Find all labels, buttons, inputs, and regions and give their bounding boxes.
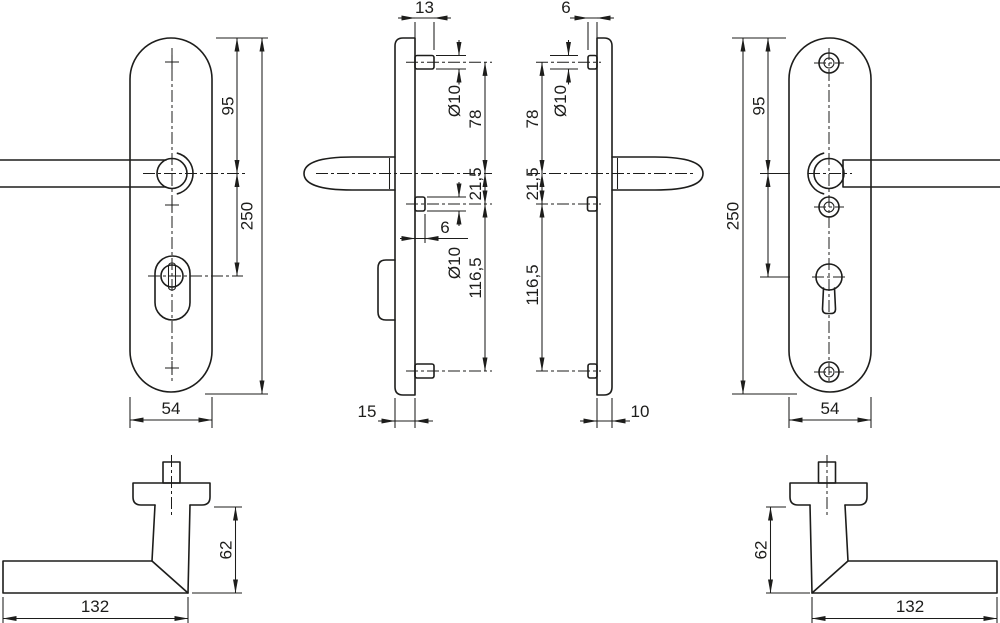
cylinder-housing-bump [377,259,396,321]
dim-95-label: 95 [750,97,769,116]
plate-profile-outline [394,37,416,396]
dim-13-extensions [414,22,435,50]
dim-78-label: 78 [523,110,542,129]
dim-250-label: 250 [238,202,257,230]
miter-joint-line [151,560,189,594]
width-extension-lines [788,397,872,428]
plate-outline [129,37,213,393]
dim-54-label: 54 [821,399,840,418]
dim-6-label: 6 [440,218,449,237]
dim-250-label: 250 [724,202,743,230]
width-extension-lines [129,397,213,428]
dim-132-label: 132 [896,597,924,616]
centerlines [316,61,492,372]
rose-flange [789,482,868,506]
lever-grip-profile [611,156,704,191]
dim-21-5-label: 21,5 [466,167,485,200]
dim-10-extensions [596,398,613,428]
dim-116-5-label: 116,5 [523,264,542,305]
dim-132-label: 132 [81,597,109,616]
dia10-label: Ø10 [551,85,570,117]
view-lever-top-left: 62 132 [2,455,242,623]
dim-62-label: 62 [752,541,771,560]
dim-95-label: 95 [219,97,238,116]
view-faceplate-profile: 6 Ø10 78 21,5 116,5 10 [523,0,704,428]
dim-6-extensions [587,22,598,50]
dim-10-label: 10 [631,402,650,421]
dim-21-5-label: 21,5 [523,167,542,200]
centerlines [528,61,695,372]
dia10-extensions [550,54,578,70]
dim-54-label: 54 [162,399,181,418]
rose-flange [132,482,211,506]
lever-bar [0,159,167,188]
dim-15-extensions [394,398,416,428]
dia10-mid-label: Ø10 [445,247,464,279]
miter-joint-line [811,560,849,594]
plate-outline [788,37,872,393]
cylinder-cutout [154,255,191,321]
view-backplate-front: 95 250 54 [0,37,268,428]
extension-lines [732,37,797,395]
dim-6-label: 6 [561,0,570,17]
extension-lines [205,37,268,395]
dim-116-5-label: 116,5 [466,257,485,298]
dim-62-extensions [766,506,810,594]
lever-bar [842,159,1000,188]
plate-profile-outline [596,37,613,396]
dim-13-label: 13 [415,0,434,17]
lever-body [809,504,998,594]
lever-grip-profile [303,156,396,191]
dim-62-label: 62 [217,541,236,560]
view-backplate-profile: 13 Ø10 78 21,5 Ø10 6 116,5 15 [303,0,492,428]
dim-78-label: 78 [466,110,485,129]
view-lever-top-right: 62 132 [752,455,998,623]
dia10-top-label: Ø10 [445,85,464,117]
lever-body [2,504,191,594]
dim-15-label: 15 [358,402,377,421]
view-faceplate-front: 95 250 54 [724,37,1000,428]
profile-cylinder-keyway [821,287,837,315]
